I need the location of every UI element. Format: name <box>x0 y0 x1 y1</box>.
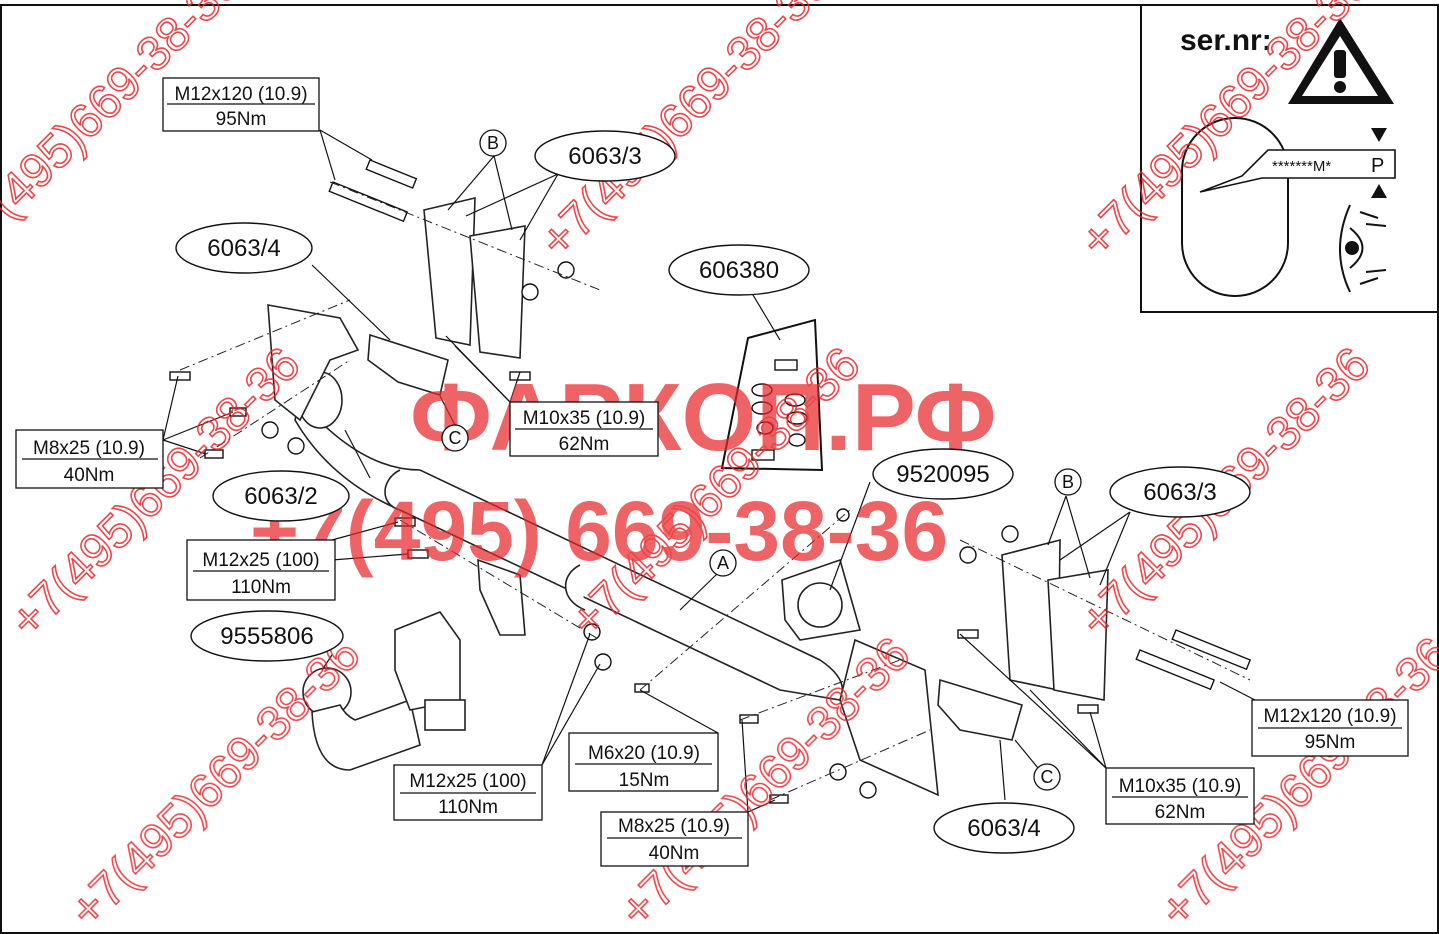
svg-text:15Nm: 15Nm <box>619 770 670 791</box>
wiring-bag <box>720 318 824 472</box>
svg-text:606380: 606380 <box>699 257 779 284</box>
serial-callout <box>1199 149 1396 193</box>
torque-box: M10x35 (10.9) 62Nm <box>509 401 659 457</box>
torque-boxes: M12x120 (10.9) 95Nm M8x25 (10.9) 40Nm M10x… <box>15 77 1409 867</box>
svg-text:9520095: 9520095 <box>896 461 989 488</box>
part-callout: 606380 <box>668 244 810 296</box>
svg-text:95Nm: 95Nm <box>216 109 267 130</box>
torque-box: M12x120 (10.9) 95Nm <box>162 77 320 132</box>
watermark-phone-main: +7(495) 669-38-36 <box>250 484 948 578</box>
letter-marker: A <box>709 549 737 577</box>
svg-text:6063/3: 6063/3 <box>568 143 641 170</box>
svg-text:M12x25 (100): M12x25 (100) <box>409 771 526 792</box>
part-callout: 6063/4 <box>175 222 313 274</box>
svg-text:110Nm: 110Nm <box>231 577 291 598</box>
eye-icon <box>1339 204 1387 293</box>
part-callout: 6063/4 <box>933 802 1075 854</box>
torque-box: M10x35 (10.9) 62Nm <box>1105 767 1255 825</box>
serial-label: ser.nr: <box>1180 24 1272 57</box>
svg-text:62Nm: 62Nm <box>559 434 610 455</box>
svg-text:40Nm: 40Nm <box>64 465 115 486</box>
svg-text:6063/4: 6063/4 <box>207 235 280 262</box>
leader-lines <box>162 129 1256 813</box>
svg-text:M8x25 (10.9): M8x25 (10.9) <box>33 438 145 459</box>
assembly-lines <box>179 181 1251 801</box>
part-callout: 9520095 <box>872 448 1014 500</box>
svg-text:62Nm: 62Nm <box>1155 802 1206 823</box>
svg-text:6063/2: 6063/2 <box>244 483 317 510</box>
center-bracket <box>477 558 862 641</box>
part-callout: 6063/2 <box>212 470 350 522</box>
svg-text:M12x25 (100): M12x25 (100) <box>202 550 319 571</box>
arrow-up-icon <box>1371 184 1387 198</box>
warning-icon <box>1288 18 1394 104</box>
right-mounting-plate <box>839 538 1109 797</box>
torque-box: M8x25 (10.9) 40Nm <box>15 429 164 489</box>
svg-text:9555806: 9555806 <box>220 623 313 650</box>
plate-position-letter: P <box>1371 155 1384 177</box>
svg-text:M8x25 (10.9): M8x25 (10.9) <box>618 816 730 837</box>
letter-marker: C <box>441 424 469 452</box>
left-mounting-plate <box>267 196 526 422</box>
svg-text:M6x20 (10.9): M6x20 (10.9) <box>588 743 700 764</box>
svg-text:6063/4: 6063/4 <box>967 815 1040 842</box>
svg-text:M12x120 (10.9): M12x120 (10.9) <box>1263 706 1396 727</box>
letter-marker: B <box>479 129 507 157</box>
letter-marker: B <box>1054 468 1082 496</box>
svg-text:C: C <box>449 428 462 448</box>
part-callout: 9555806 <box>190 610 344 662</box>
part-callout: 6063/3 <box>534 130 676 182</box>
torque-box: M8x25 (10.9) 40Nm <box>600 811 749 867</box>
svg-text:110Nm: 110Nm <box>438 797 498 818</box>
svg-text:C: C <box>1041 767 1054 787</box>
part-callouts: 6063/3 6063/4 606380 9520095 6063/2 6063… <box>175 130 1251 854</box>
nuts <box>261 261 1019 799</box>
letter-marker: C <box>1033 763 1061 791</box>
serial-info-box: ser.nr: *******M* P <box>1140 4 1439 313</box>
svg-text:M10x35 (10.9): M10x35 (10.9) <box>1119 776 1242 797</box>
svg-text:A: A <box>717 553 729 573</box>
svg-text:B: B <box>487 133 499 153</box>
svg-text:40Nm: 40Nm <box>649 843 700 864</box>
arrow-down-icon <box>1371 128 1387 142</box>
svg-text:M10x35 (10.9): M10x35 (10.9) <box>523 408 646 429</box>
torque-box: M12x25 (100) 110Nm <box>393 764 543 821</box>
bolts <box>169 159 1252 804</box>
torque-box: M12x25 (100) 110Nm <box>186 539 336 601</box>
tow-ball <box>302 611 466 771</box>
svg-text:M12x120 (10.9): M12x120 (10.9) <box>174 84 307 105</box>
torque-box: M6x20 (10.9) 15Nm <box>568 732 719 792</box>
svg-text:6063/3: 6063/3 <box>1143 479 1216 506</box>
plate-code: *******M* <box>1272 158 1331 175</box>
torque-box: M12x120 (10.9) 95Nm <box>1251 699 1409 757</box>
svg-text:95Nm: 95Nm <box>1305 732 1356 753</box>
part-callout: 6063/3 <box>1109 466 1251 518</box>
watermark-brand: ФАРКОП.РФ <box>410 364 997 471</box>
svg-text:B: B <box>1062 472 1074 492</box>
letter-markers: B C B A C <box>441 129 1082 791</box>
